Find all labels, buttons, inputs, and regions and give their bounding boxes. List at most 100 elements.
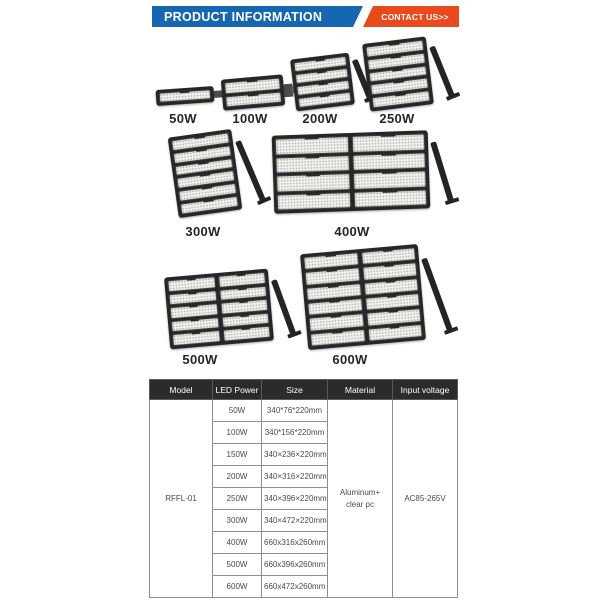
module-clip [329,300,340,303]
column-header-material: Material [327,379,393,400]
module-clip [389,325,400,329]
product-information-banner: PRODUCT INFORMATION CONTACT US>> [152,6,459,27]
module-clip [316,70,327,74]
product-image-250w [362,36,456,112]
product-label: 50W [169,111,197,126]
banner-title-section: PRODUCT INFORMATION [152,6,363,27]
product-label: 200W [302,111,338,126]
product-label: 600W [332,352,368,367]
power-cell: 300W [212,509,262,532]
module-clip [314,58,325,62]
led-module [276,173,351,193]
led-module [352,170,427,190]
light-frame [300,244,426,350]
power-cell: 200W [212,465,262,488]
light-frame [164,268,274,350]
module-clip [382,189,398,193]
material-cell: Aluminum+ clear pc [327,399,393,598]
mount-bracket-icon [430,141,455,204]
module-clip [331,330,343,334]
led-module [217,271,266,288]
led-module [351,133,426,153]
module-clip [388,42,401,46]
module-clip [201,186,213,190]
mount-bracket-icon [283,83,294,98]
module-clip [390,55,402,59]
module-clip [387,310,399,314]
size-cell: 340*76*220mm [261,399,328,422]
module-clip [326,269,338,273]
module-clip [305,174,321,177]
size-cell: 340×472×220mm [261,509,328,532]
module-clip [247,93,259,96]
banner-title: PRODUCT INFORMATION [164,9,323,24]
size-cell: 340*156*220mm [261,421,328,444]
module-clip [246,79,258,83]
module-clip [380,134,396,137]
module-clip [330,315,342,319]
size-cell: 660x316x260mm [261,531,328,554]
power-cell: 400W [212,531,262,554]
led-module [309,328,366,347]
size-cell: 340×236×220mm [261,443,328,466]
module-clip [386,295,398,298]
module-clip [304,137,319,140]
column-header-led-power: LED Power [212,379,262,400]
product-image-400w [271,130,455,214]
power-cell: 150W [212,443,262,466]
column-header-model: Model [149,379,213,400]
product-image-200w [290,52,373,112]
power-cell: 600W [212,575,262,598]
led-module [276,191,351,211]
size-cell: 660x472x260mm [261,575,328,598]
module-clip [325,254,336,258]
module-clip [188,305,199,308]
module-clip [382,249,394,253]
led-module [275,154,350,174]
led-module [158,89,212,103]
module-clip [306,192,321,196]
module-clip [385,279,396,283]
led-module [172,330,221,347]
led-module [353,188,428,208]
led-module [351,151,426,171]
led-module [222,326,271,342]
led-module [367,323,423,342]
module-clip [383,264,395,268]
input-voltage-cell: AC85-265V [392,399,458,598]
light-frame [155,85,215,107]
contact-us-button[interactable]: CONTACT US>> [363,6,459,27]
module-clip [236,273,246,277]
module-clip [240,314,250,317]
size-cell: 660x396x260mm [261,553,328,576]
module-clip [305,155,320,159]
module-clip [317,82,328,86]
light-frame [167,128,243,219]
light-frame [290,52,355,112]
module-clip [327,284,339,288]
module-clip [196,148,208,152]
module-clip [382,171,397,174]
product-image-600w [300,244,453,350]
module-clip [199,173,211,178]
module-clip [239,300,249,304]
module-clip [241,327,251,331]
module-clip [319,94,330,98]
power-cell: 100W [212,421,262,444]
module-clip [189,318,200,322]
module-clip [191,332,201,335]
product-image-100w [220,74,294,111]
power-cell: 250W [212,487,262,510]
product-image-300w [167,128,266,219]
product-label: 250W [379,111,415,126]
module-clip [186,277,196,281]
power-cell: 500W [212,553,262,576]
power-cell: 50W [212,399,262,422]
